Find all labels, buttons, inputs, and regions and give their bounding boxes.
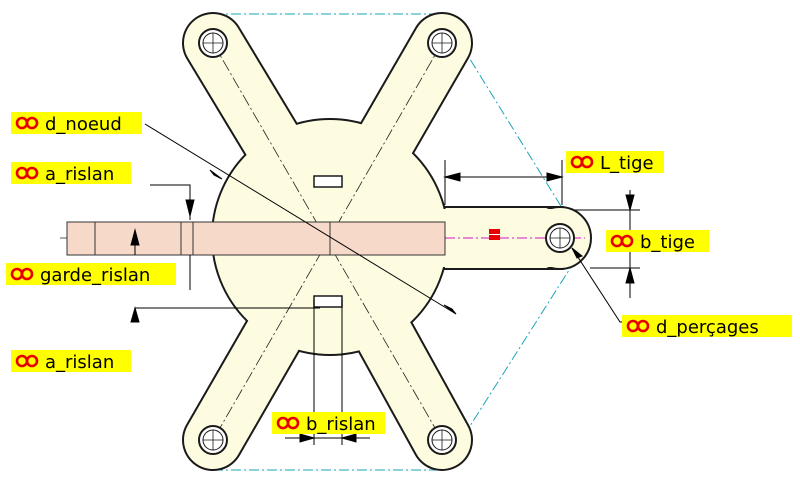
label-a-rislan-bottom: a_rislan bbox=[11, 350, 131, 373]
hole-top-right bbox=[427, 28, 457, 58]
label-a-rislan-top: a_rislan bbox=[11, 162, 131, 185]
label-d-noeud: d_noeud bbox=[11, 112, 142, 135]
hole-bottom-left bbox=[198, 425, 228, 455]
label-b-tige-text: b_tige bbox=[640, 232, 695, 253]
label-b-rislan: b_rislan bbox=[272, 412, 385, 435]
label-L-tige-text: L_tige bbox=[600, 153, 654, 174]
label-L-tige: L_tige bbox=[566, 151, 664, 174]
label-a-rislan-bottom-text: a_rislan bbox=[45, 352, 114, 373]
label-b-rislan-text: b_rislan bbox=[306, 414, 376, 435]
hole-top-left bbox=[198, 28, 228, 58]
rislan-bar bbox=[66, 221, 446, 256]
label-a-rislan-top-text: a_rislan bbox=[45, 164, 114, 185]
hole-bottom-right bbox=[427, 425, 457, 455]
label-d-noeud-text: d_noeud bbox=[45, 114, 122, 135]
label-b-tige: b_tige bbox=[606, 230, 709, 253]
label-d-percages-text: d_perçages bbox=[656, 317, 759, 338]
slot-bottom bbox=[313, 295, 343, 308]
dim-d-noeud bbox=[144, 123, 457, 315]
label-garde-rislan-text: garde_rislan bbox=[40, 265, 150, 286]
label-d-percages: d_perçages bbox=[622, 315, 792, 338]
label-garde-rislan: garde_rislan bbox=[6, 263, 176, 286]
mounting-holes bbox=[198, 28, 575, 455]
hole-tige bbox=[545, 223, 575, 253]
slot-top bbox=[313, 175, 343, 188]
